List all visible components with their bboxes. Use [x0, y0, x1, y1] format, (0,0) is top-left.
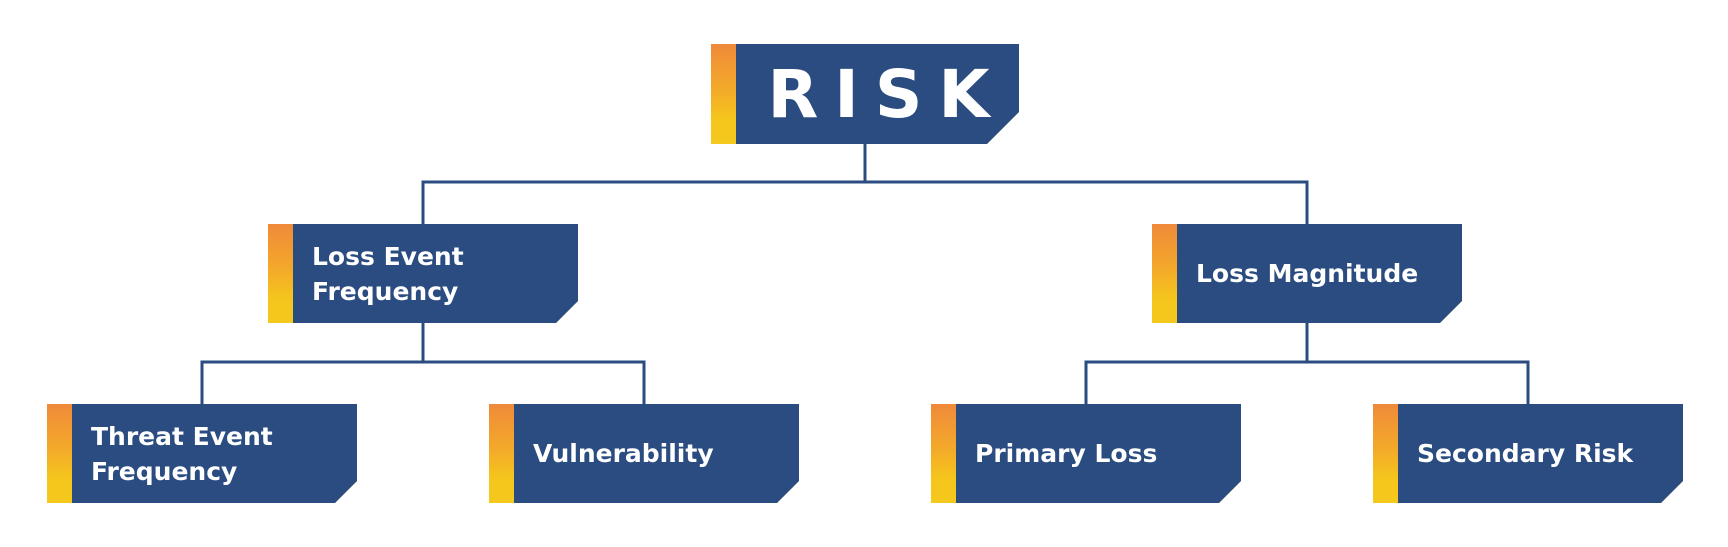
node-risk: RISK [711, 44, 1019, 144]
node-loss-event-frequency: Loss Event Frequency [268, 224, 578, 323]
node-vulnerability: Vulnerability [489, 404, 799, 503]
node-loss-magnitude-label: Loss Magnitude [1196, 259, 1419, 288]
node-primary-loss: Primary Loss [931, 404, 1241, 503]
node-vulnerability-body: Vulnerability [514, 404, 799, 503]
node-loss-event-frequency-body: Loss Event Frequency [293, 224, 578, 323]
node-risk-body: RISK [736, 44, 1019, 144]
node-secondary-risk-label: Secondary Risk [1417, 439, 1634, 468]
node-vulnerability-label: Vulnerability [533, 439, 714, 468]
node-risk-label: RISK [767, 55, 1006, 133]
node-threat-event-frequency-label: Threat Event Frequency [91, 421, 273, 486]
node-loss-magnitude-body: Loss Magnitude [1177, 224, 1462, 323]
node-loss-event-frequency-label: Loss Event Frequency [312, 241, 464, 306]
node-threat-event-frequency: Threat Event Frequency [47, 404, 357, 503]
node-secondary-risk: Secondary Risk [1373, 404, 1683, 503]
node-primary-loss-label: Primary Loss [975, 439, 1158, 468]
node-primary-loss-body: Primary Loss [956, 404, 1241, 503]
node-threat-event-frequency-body: Threat Event Frequency [72, 404, 357, 503]
node-loss-magnitude: Loss Magnitude [1152, 224, 1462, 323]
node-secondary-risk-body: Secondary Risk [1398, 404, 1683, 503]
